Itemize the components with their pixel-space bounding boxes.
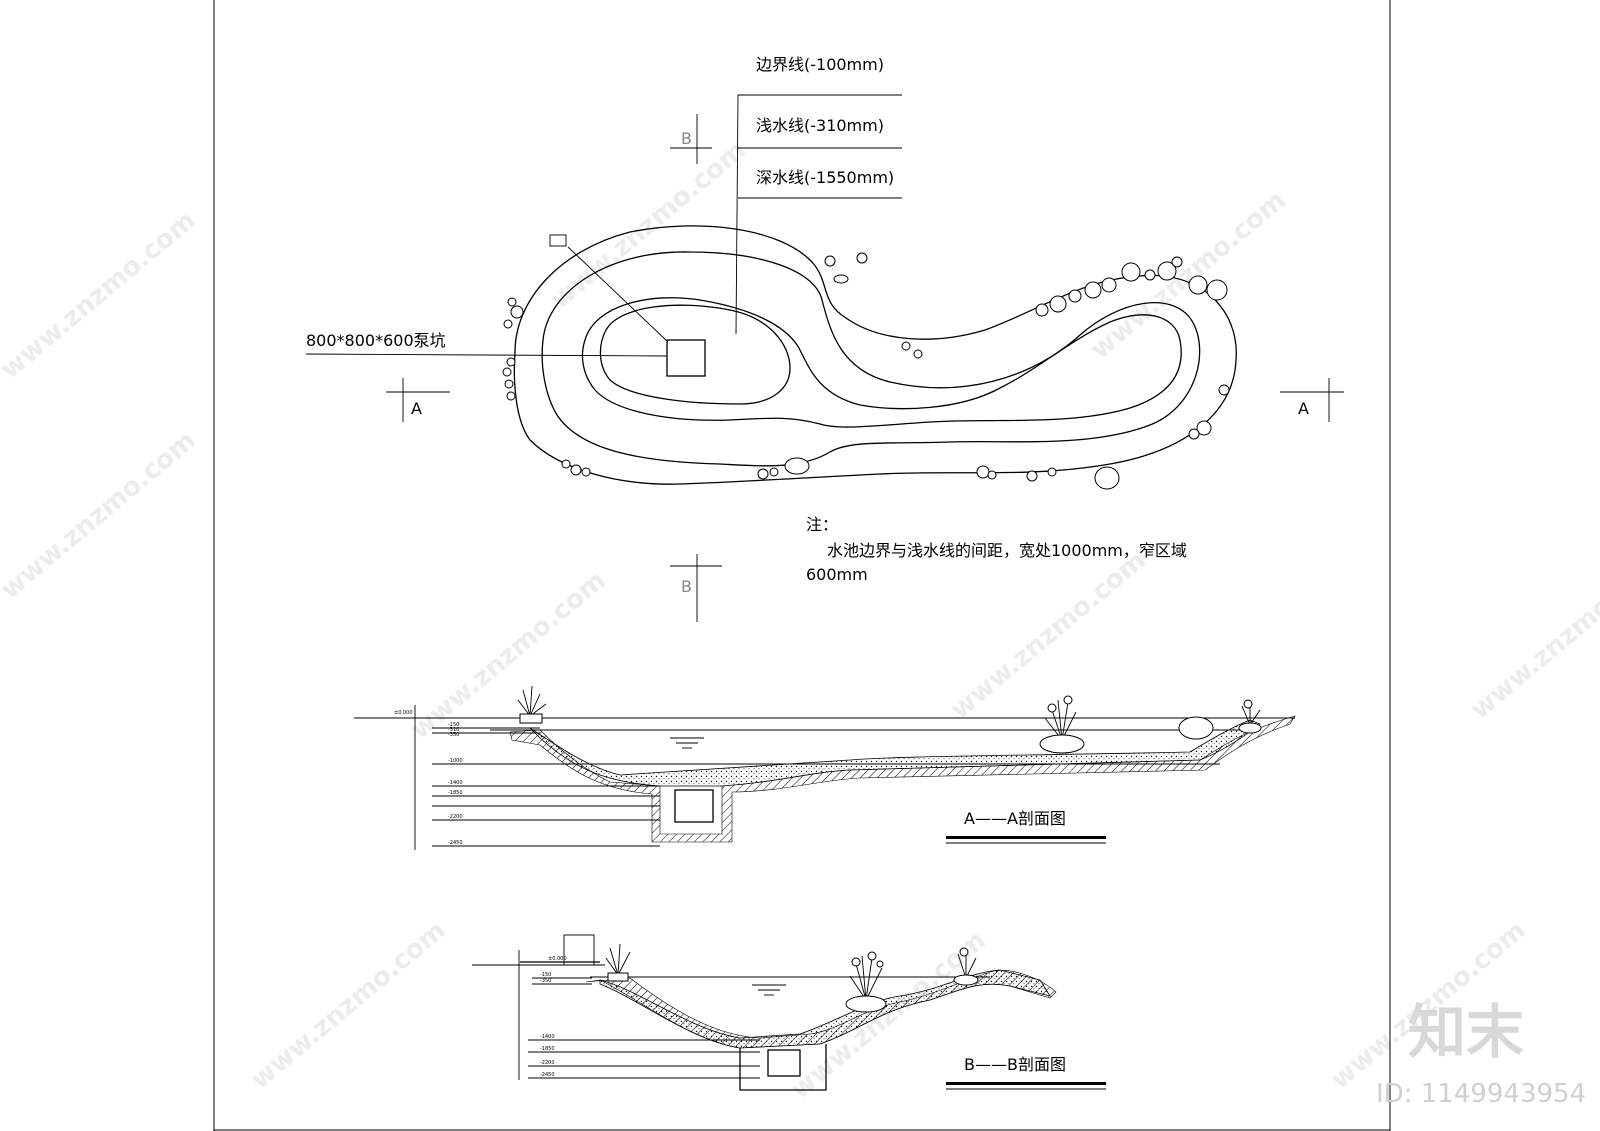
aa-plant-edge [1178, 699, 1262, 740]
deep-water-line [581, 297, 1182, 428]
svg-text:-2200: -2200 [448, 814, 463, 820]
aa-pump-pit [674, 789, 714, 823]
watermark-text: www.znzmo.com [545, 135, 751, 315]
svg-text:±0.000: ±0.000 [548, 956, 567, 962]
bb-plant-reeds [605, 943, 631, 982]
watermark-text: www.znzmo.com [1085, 185, 1291, 365]
note-title: 注： [806, 515, 838, 534]
svg-text:-1850: -1850 [448, 790, 463, 796]
svg-text:-2450: -2450 [540, 1072, 555, 1078]
section-mark-b-top: B [670, 114, 712, 164]
legend-deep: 深水线(-1550mm) [756, 168, 894, 187]
bb-plant-edge [953, 947, 979, 986]
bb-pit-wall [739, 1044, 827, 1091]
shallow-water-line [541, 251, 1201, 467]
pump-leader-line [305, 353, 668, 357]
watermark-text: www.znzmo.com [0, 425, 202, 605]
svg-text:-150: -150 [448, 722, 459, 728]
inner-contour [599, 304, 791, 405]
svg-text:-150: -150 [540, 972, 551, 978]
aa-title-underline [946, 836, 1106, 839]
aa-water-symbol [670, 737, 704, 749]
section-mark-a-right: A [1280, 378, 1344, 422]
aa-plant-reeds [517, 685, 547, 724]
legend-shallow: 浅水线(-310mm) [756, 116, 884, 135]
svg-text:-1850: -1850 [540, 1046, 555, 1052]
svg-text:-1400: -1400 [448, 780, 463, 786]
legend-boundary: 边界线(-100mm) [756, 55, 884, 74]
watermark-logo: 知末 [1408, 998, 1524, 1066]
svg-text:A: A [411, 399, 422, 418]
watermark-text: www.znzmo.com [245, 915, 451, 1095]
legend-leader-boundary [735, 94, 902, 335]
aa-stone-layer [529, 719, 1261, 787]
svg-text:-1400: -1400 [540, 1034, 555, 1040]
pump-pit [666, 339, 706, 377]
section-mark-a-left: A [386, 378, 450, 422]
bb-fence-post [563, 934, 595, 966]
bb-stone-layer [599, 969, 1051, 1049]
svg-text:±0.000: ±0.000 [394, 710, 413, 716]
svg-text:-2450: -2450 [448, 840, 463, 846]
watermark-id: ID: 1149943954 [1376, 1079, 1586, 1109]
pump-pit-label: 800*800*600泵坑 [306, 331, 446, 350]
svg-text:-350: -350 [540, 978, 551, 984]
svg-text:B: B [681, 577, 692, 596]
svg-text:-1000: -1000 [448, 758, 463, 764]
pond-plan: 800*800*600泵坑 边界线(-100mm) 浅水线(-310mm) 深水… [305, 55, 1344, 622]
svg-text:-310: -310 [448, 727, 459, 733]
bb-water-symbol [752, 984, 786, 996]
aa-title: A——A剖面图 [964, 809, 1066, 828]
pump-leader-diagonal [567, 246, 669, 343]
section-bb: ±0.000 -150 -350 -1400 -1850 -2200 -2450 [472, 934, 1106, 1091]
section-aa: ±0.000 -150 -310 -350 -1000 -1400 -1850 … [354, 685, 1296, 850]
note-line-1: 水池边界与浅水线的间距，宽处1000mm，窄区域 [827, 541, 1187, 560]
bb-plant-pot [845, 951, 887, 1013]
watermark-layer: www.znzmo.com www.znzmo.com www.znzmo.co… [0, 135, 1600, 1105]
bb-title: B——B剖面图 [964, 1055, 1066, 1074]
svg-text:-350: -350 [448, 732, 459, 738]
aa-plant-pot [1039, 695, 1085, 754]
section-mark-b-bottom: B [670, 554, 722, 622]
rim-boulders [502, 252, 1230, 490]
aa-earth-bed [509, 715, 1296, 843]
svg-text:A: A [1298, 399, 1309, 418]
boundary-line [513, 225, 1237, 485]
bb-pump-pit [767, 1049, 801, 1077]
note-line-2: 600mm [806, 565, 868, 584]
svg-text:B: B [681, 129, 692, 148]
bb-title-underline [946, 1082, 1106, 1085]
pump-tag-box [549, 234, 567, 247]
watermark-text: www.znzmo.com [1465, 545, 1600, 725]
svg-text:-2200: -2200 [540, 1060, 555, 1066]
watermark-text: www.znzmo.com [0, 205, 202, 385]
watermark-text: www.znzmo.com [945, 545, 1151, 725]
